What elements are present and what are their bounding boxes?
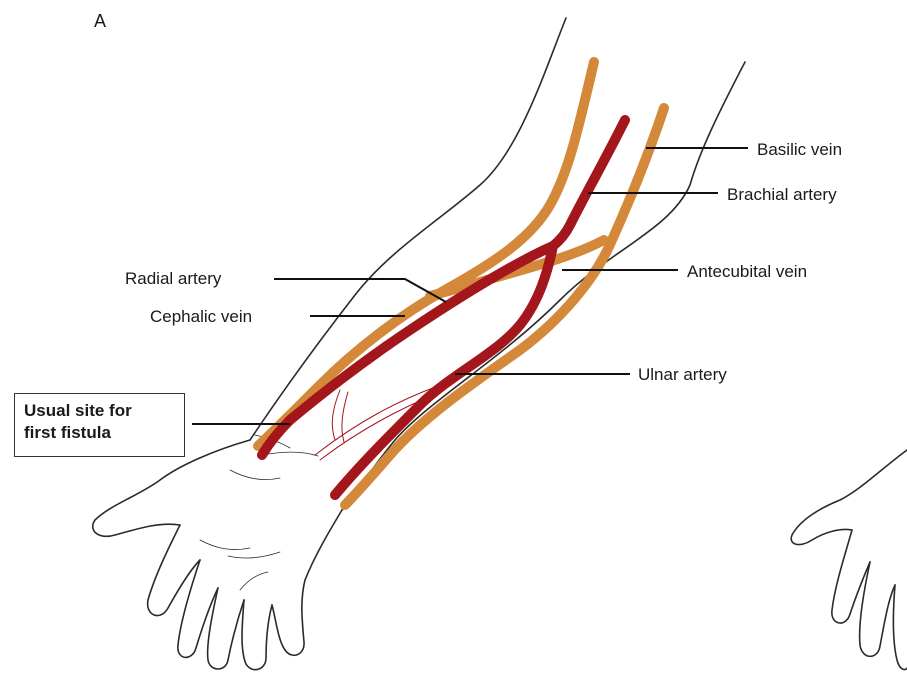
fistula-site-callout: Usual site for first fistula — [14, 393, 185, 457]
fistula-site-line2: first fistula — [24, 422, 184, 444]
label-radial-artery: Radial artery — [125, 270, 221, 287]
fistula-site-line1: Usual site for — [24, 400, 184, 422]
label-cephalic-vein: Cephalic vein — [150, 308, 252, 325]
label-brachial-artery: Brachial artery — [727, 186, 837, 203]
leader-radial — [274, 279, 446, 302]
second-hand-outline — [791, 450, 907, 670]
label-ulnar-artery: Ulnar artery — [638, 366, 727, 383]
panel-letter: A — [94, 12, 106, 30]
label-antecubital-vein: Antecubital vein — [687, 263, 807, 280]
label-basilic-vein: Basilic vein — [757, 141, 842, 158]
veins — [258, 62, 664, 505]
arm-outline — [93, 18, 745, 670]
basilic-vein — [345, 108, 664, 505]
ulnar-artery — [335, 246, 553, 495]
